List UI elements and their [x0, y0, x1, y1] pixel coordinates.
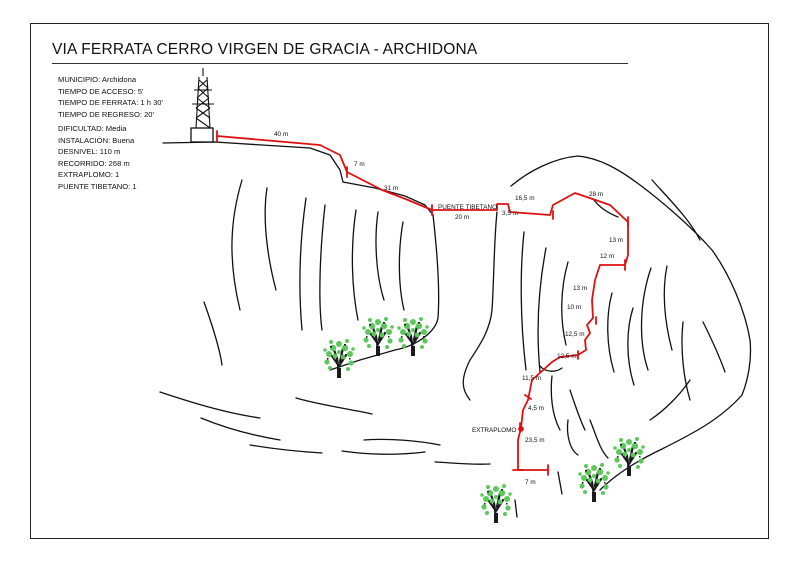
label-40m: 40 m [274, 131, 288, 138]
info-puente-tibetano: PUENTE TIBETANO: 1 [58, 181, 137, 191]
label-16-5m: 16,5 m [515, 195, 535, 202]
info-extraplomo: EXTRAPLOMO: 1 [58, 170, 120, 179]
info-recorrido: RECORRIDO: 268 m [58, 158, 130, 168]
route-info-block: DIFICULTAD: Media INSTALACIÓN: Buena DES… [58, 123, 137, 192]
label-31m: 31 m [384, 185, 398, 192]
label-7m-top: 7 m [354, 161, 365, 168]
info-desnivel: DESNIVEL: 110 m [58, 147, 121, 156]
rock-outlines [159, 141, 752, 518]
access-info-block: MUNICIPIO: Archidona TIEMPO DE ACCESO: 5… [58, 74, 163, 120]
label-4-5m: 4,5 m [528, 405, 544, 412]
label-13m-a: 13 m [609, 237, 623, 244]
label-20m: 20 m [455, 214, 469, 221]
tree-icon [322, 337, 356, 380]
tree-icon [577, 461, 611, 504]
extraplomo-marker [518, 426, 524, 432]
info-tiempo-acceso: TIEMPO DE ACCESO: 5' [58, 86, 144, 96]
label-3-5m: 3,5 m [502, 210, 518, 217]
tree-icon [361, 315, 395, 358]
info-tiempo-ferrata: TIEMPO DE FERRATA: 1 h 30' [58, 98, 163, 107]
label-12m: 12 m [600, 253, 614, 260]
label-12-5m-a: 12,5 m [565, 331, 585, 338]
route-labels: 40 m 7 m 31 m PUENTE TIBETANO 20 m 3,5 m… [274, 131, 623, 486]
map-frame [30, 23, 769, 539]
info-municipio: MUNICIPIO: Archidona [58, 75, 137, 84]
label-13m-b: 13 m [573, 285, 587, 292]
label-extraplomo: EXTRAPLOMO [472, 427, 516, 434]
label-28m: 28 m [589, 191, 603, 198]
info-instalacion: INSTALACIÓN: Buena [58, 135, 135, 145]
info-tiempo-regreso: TIEMPO DE REGRESO: 20' [58, 109, 154, 119]
info-dificultad: DIFICULTAD: Media [58, 124, 127, 133]
label-23-5m: 23,5 m [525, 437, 545, 444]
label-puente-tibetano: PUENTE TIBETANO [438, 204, 497, 211]
antenna-tower-icon [190, 68, 214, 143]
page-title: VIA FERRATA CERRO VIRGEN DE GRACIA - ARC… [52, 41, 478, 58]
label-7m-bottom: 7 m [525, 479, 536, 486]
label-10m: 10 m [567, 304, 581, 311]
label-11-5m: 11,5 m [522, 375, 541, 382]
label-12-5m-b: 12,5 m [557, 353, 577, 360]
tree-icon [612, 435, 646, 478]
tree-icon [396, 315, 430, 358]
ferrata-route [216, 130, 629, 476]
title-underline [52, 63, 628, 64]
tree-icon [479, 482, 513, 525]
